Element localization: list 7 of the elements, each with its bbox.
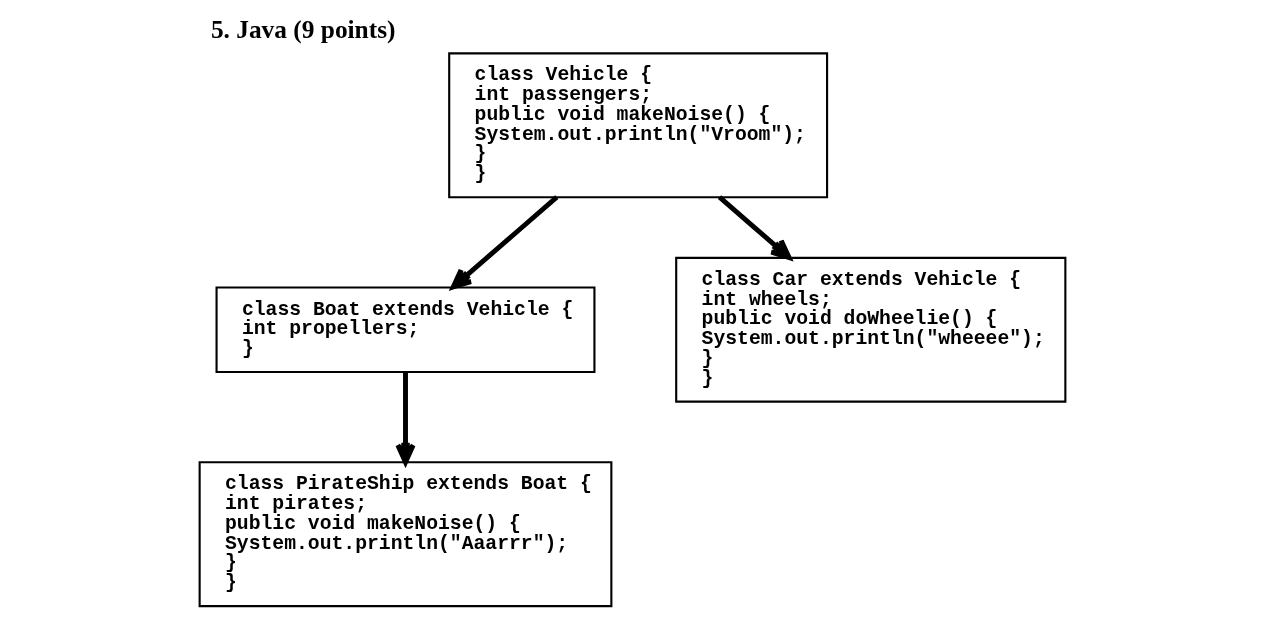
node-box: class PirateShip extends Boat { int pirates; public void makeNoise() { System.out.println("Aaarrr"); } } <box>198 461 612 608</box>
node-box: class Boat extends Vehicle { int propellers; } <box>215 286 595 374</box>
arrow <box>717 195 792 260</box>
node-box: class Car extends Vehicle { int wheels; public void doWheelie() { System.out.println("wheeee"); } } <box>674 256 1066 403</box>
diagram-title: 5. Java (9 points) <box>210 15 395 44</box>
arrow <box>450 195 558 290</box>
node-box: class Vehicle { int passengers; public void makeNoise() { System.out.println("Vroom"); } } <box>447 52 828 199</box>
